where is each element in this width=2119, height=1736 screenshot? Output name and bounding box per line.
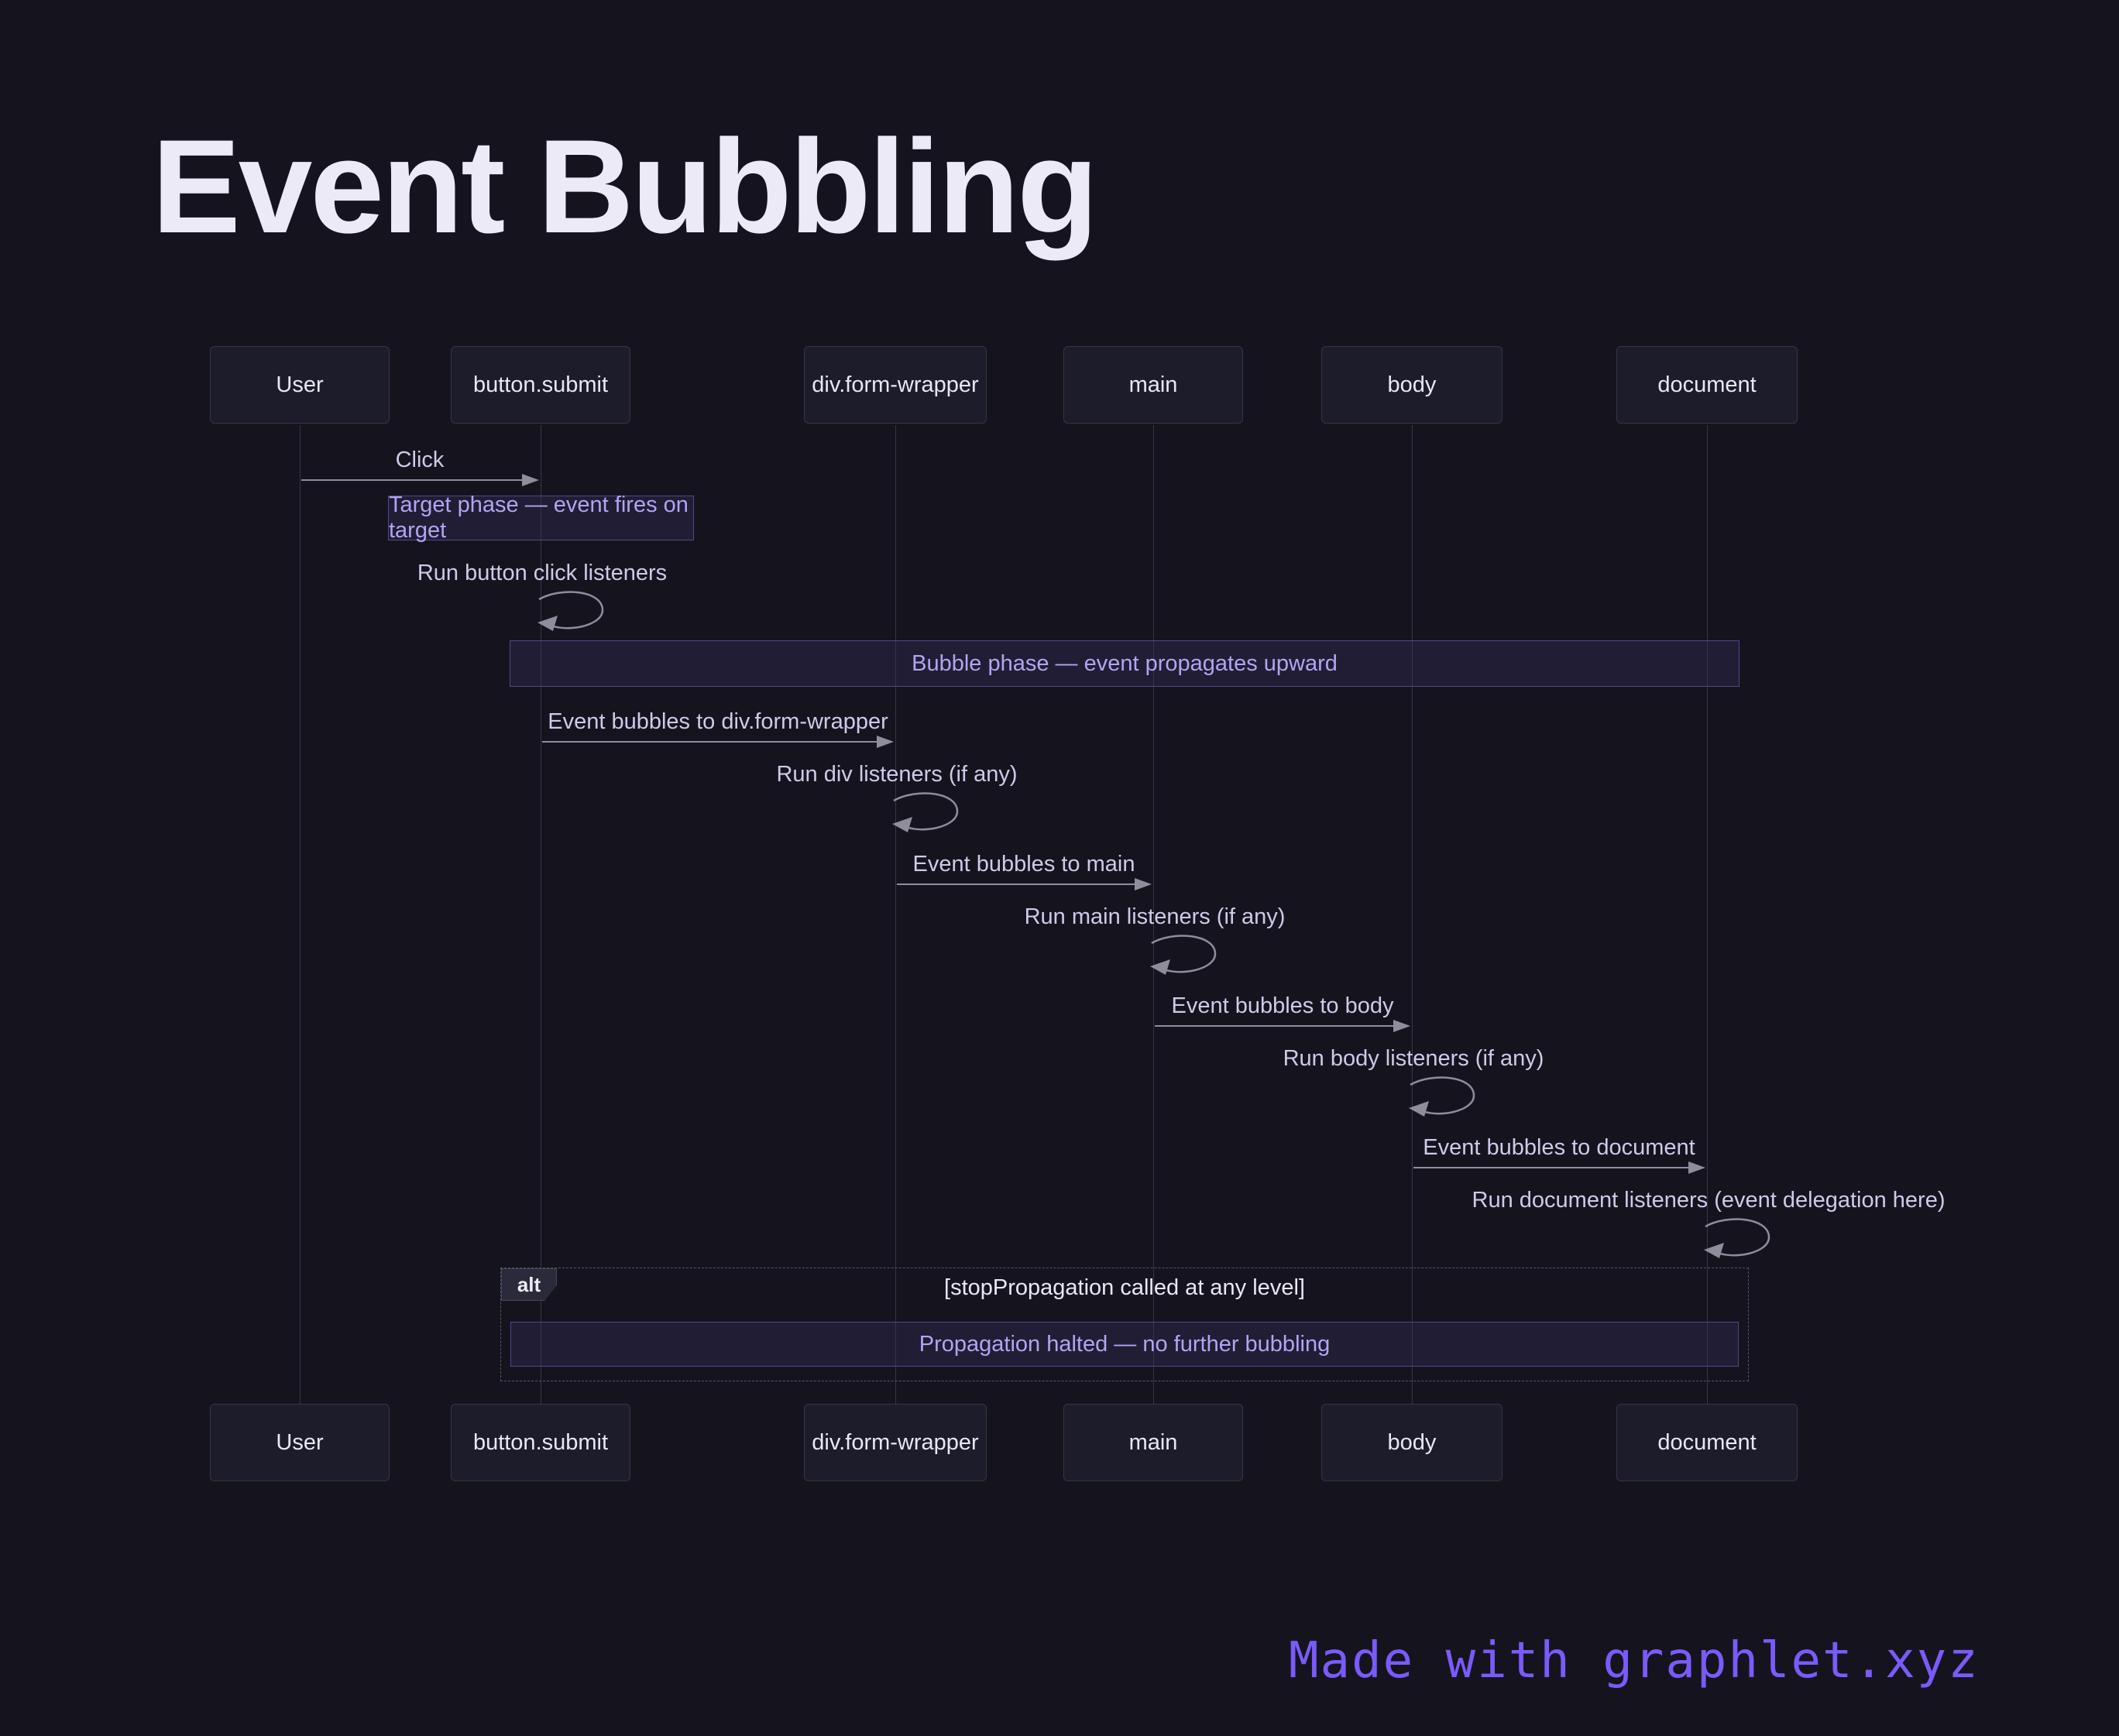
actor-bottom-user: User (210, 1404, 390, 1481)
actor-label: main (1128, 1429, 1178, 1455)
alt-frame-tab: alt (501, 1268, 557, 1301)
lifeline-user (300, 425, 301, 1404)
message-label-bubbles-body: Event bubbles to body (1171, 993, 1394, 1018)
arrow-bubbles-document (1413, 1167, 1690, 1168)
self-loop-icon (537, 591, 604, 631)
actor-top-body: body (1321, 346, 1503, 424)
alt-frame: alt [stopPropagation called at any level… (500, 1268, 1749, 1381)
arrow-bubbles-body (1155, 1025, 1395, 1027)
arrow-bubbles-div (542, 741, 880, 743)
actor-bottom-div-form-wrapper: div.form-wrapper (804, 1404, 987, 1481)
actor-top-button-submit: button.submit (451, 346, 630, 424)
note-text: Bubble phase — event propagates upward (912, 650, 1338, 676)
page-title: Event Bubbling (152, 112, 1098, 261)
lifeline-div-form-wrapper (895, 425, 896, 1404)
arrowhead-icon (877, 736, 894, 748)
actor-label: document (1657, 1429, 1757, 1455)
message-label-run-main: Run main listeners (if any) (1024, 904, 1286, 929)
message-label-bubbles-div: Event bubbles to div.form-wrapper (548, 709, 888, 734)
arrow-click (301, 479, 525, 481)
actor-label: body (1387, 1429, 1437, 1455)
actor-label: button.submit (472, 1429, 609, 1455)
note-propagation-halted: Propagation halted — no further bubbling (510, 1322, 1739, 1367)
self-loop-icon (1704, 1218, 1770, 1258)
arrow-bubbles-main (897, 883, 1136, 885)
actor-top-div-form-wrapper: div.form-wrapper (804, 346, 987, 424)
message-label-bubbles-document: Event bubbles to document (1423, 1135, 1695, 1160)
arrowhead-icon (522, 474, 539, 486)
lifeline-body (1412, 425, 1413, 1404)
arrowhead-icon (1688, 1161, 1705, 1174)
lifeline-document (1707, 425, 1708, 1404)
note-target-phase: Target phase — event fires on target (388, 492, 694, 543)
actor-bottom-main: main (1063, 1404, 1243, 1481)
message-label-run-div: Run div listeners (if any) (776, 762, 1018, 787)
actor-label: body (1387, 372, 1437, 397)
graphlet-credit-link[interactable]: Made with graphlet.xyz (1289, 1632, 1980, 1690)
actor-label: button.submit (472, 372, 609, 397)
actor-bottom-button-submit: button.submit (451, 1404, 630, 1481)
arrowhead-icon (1135, 878, 1152, 890)
actor-top-document: document (1616, 346, 1798, 424)
alt-label: alt (517, 1272, 541, 1296)
actor-label: div.form-wrapper (812, 1429, 979, 1455)
actor-bottom-body: body (1321, 1404, 1503, 1481)
message-label-click: Click (395, 448, 445, 472)
actor-label: User (276, 1429, 324, 1455)
actor-bottom-document: document (1616, 1404, 1798, 1481)
self-loop-icon (1409, 1076, 1475, 1117)
actor-label: div.form-wrapper (812, 372, 979, 397)
arrowhead-icon (1393, 1020, 1410, 1032)
actor-top-user: User (210, 346, 390, 424)
note-text: Target phase — event fires on target (389, 492, 689, 543)
alt-condition: [stopPropagation called at any level] (944, 1275, 1305, 1300)
note-text: Propagation halted — no further bubbling (919, 1331, 1331, 1357)
actor-label: document (1657, 372, 1757, 397)
self-loop-icon (1150, 935, 1217, 975)
message-label-run-button: Run button click listeners (417, 561, 668, 585)
actor-label: User (276, 372, 324, 397)
self-loop-icon (892, 792, 959, 832)
message-label-run-document: Run document listeners (event delegation… (1472, 1188, 1946, 1213)
lifeline-main (1153, 425, 1154, 1404)
actor-label: main (1128, 372, 1178, 397)
message-label-run-body: Run body listeners (if any) (1283, 1046, 1544, 1071)
message-label-bubbles-main: Event bubbles to main (912, 852, 1135, 877)
actor-top-main: main (1063, 346, 1243, 424)
note-bubble-phase: Bubble phase — event propagates upward (510, 640, 1740, 687)
